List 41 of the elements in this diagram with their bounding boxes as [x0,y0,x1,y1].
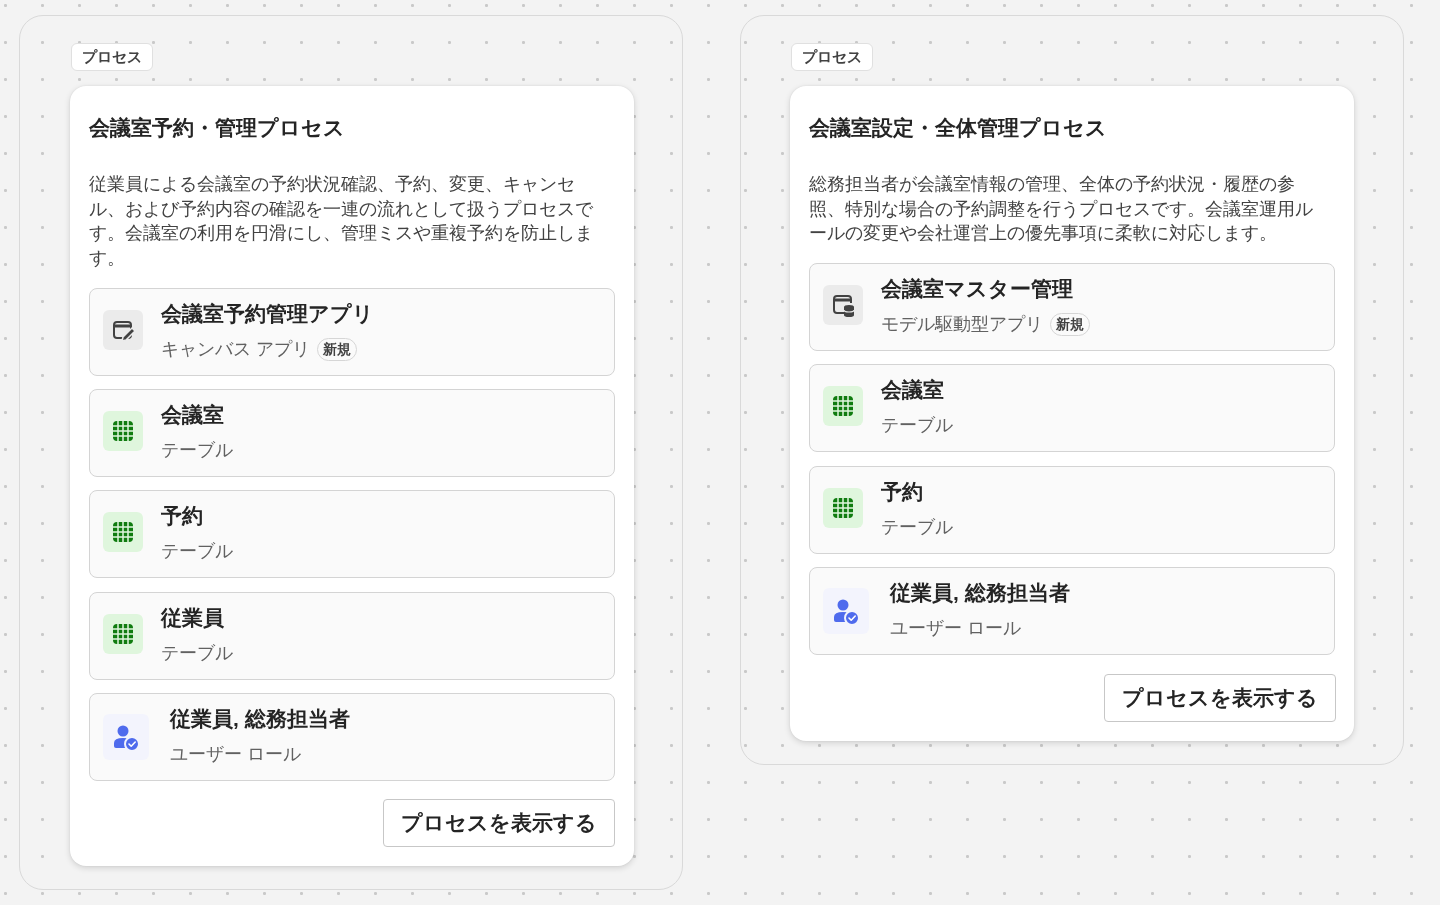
category-tag: プロセス [791,43,873,71]
item-subtitle: テーブル [881,516,953,539]
category-tag: プロセス [71,43,153,71]
item-title: 会議室 [881,377,944,403]
item-title: 従業員, 総務担当者 [170,706,350,732]
item-title: 会議室 [161,402,224,428]
card-description: 従業員による会議室の予約状況確認、予約、変更、キャンセル、および予約内容の確認を一連の流れとして扱うプロセスです。会議室の利用を円滑にし、管理ミスや重複予約を防止します。 [89,173,594,270]
item-subtitle: テーブル [161,540,233,563]
component-row [809,263,1335,351]
item-subtitle: ユーザー ロール [890,617,1021,640]
component-row [809,466,1335,554]
component-row [89,592,615,680]
item-title: 会議室予約管理アプリ [161,301,374,327]
item-title: 予約 [161,503,203,529]
item-subtitle: テーブル [881,414,953,437]
process-group-panel [740,15,1404,765]
component-row [89,490,615,578]
component-row [809,567,1335,655]
item-title: 会議室マスター管理 [881,276,1073,302]
card-description: 総務担当者が会議室情報の管理、全体の予約状況・履歴の参照、特別な場合の予約調整を行うプロセスです。会議室運用ルールの変更や会社運営上の優先事項に柔軟に対応します。 [809,173,1314,245]
item-subtitle: キャンバス アプリ [161,338,310,361]
item-subtitle: ユーザー ロール [170,743,301,766]
process-group-panel [19,15,683,890]
new-tag: 新規 [1050,312,1090,336]
item-subtitle: テーブル [161,642,233,665]
card-title: 会議室予約・管理プロセス [89,115,345,141]
component-row [89,389,615,477]
component-row [809,364,1335,452]
item-subtitle: テーブル [161,439,233,462]
component-row [89,288,615,376]
item-title: 予約 [881,479,923,505]
card-title: 会議室設定・全体管理プロセス [809,115,1107,141]
view-process-button: プロセスを表示する [383,799,615,847]
view-process-button: プロセスを表示する [1104,674,1336,722]
process-card [70,86,634,866]
item-title: 従業員 [161,605,224,631]
item-subtitle: モデル駆動型アプリ [881,313,1043,336]
item-title: 従業員, 総務担当者 [890,580,1070,606]
process-card [790,86,1354,741]
new-tag: 新規 [317,337,357,361]
component-row [89,693,615,781]
